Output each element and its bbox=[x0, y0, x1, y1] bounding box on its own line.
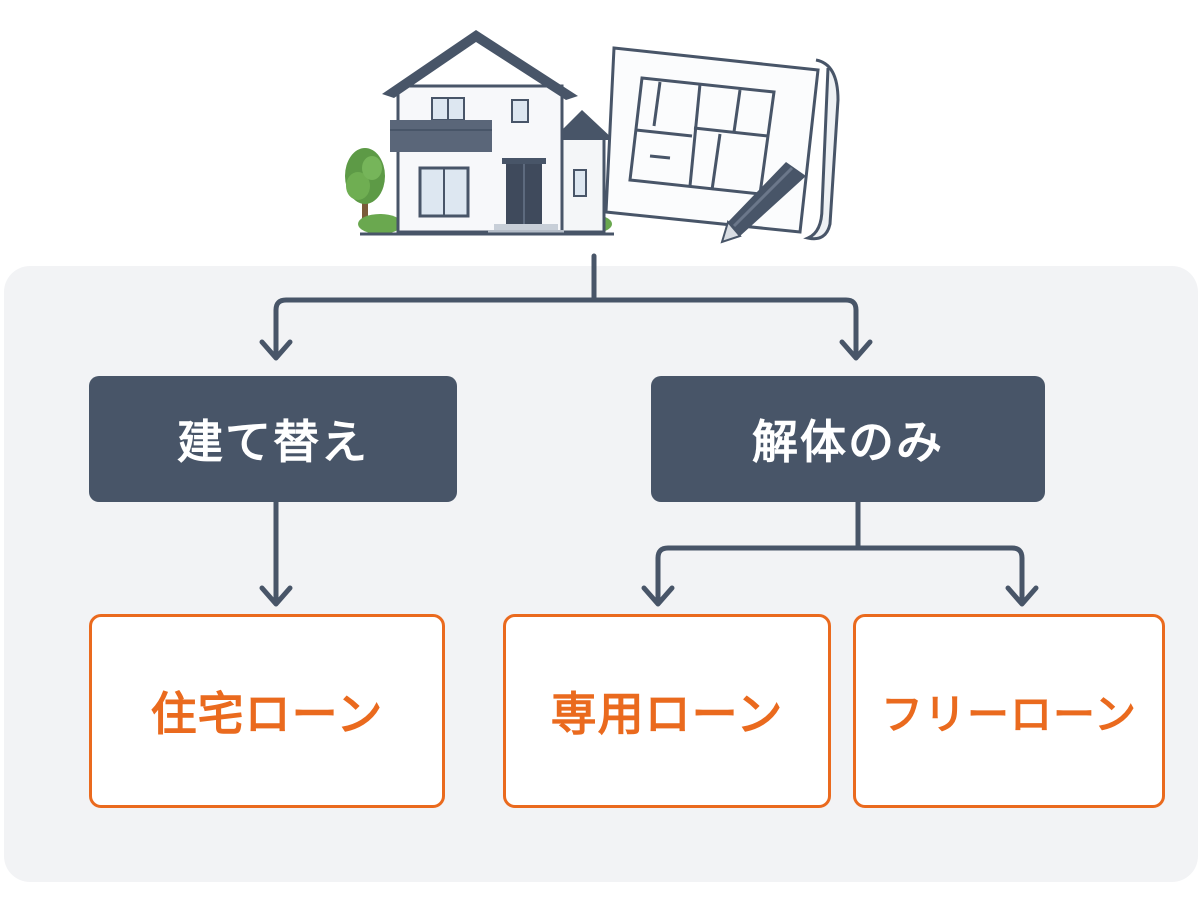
node-dedicated-loan-label: 専用ローン bbox=[550, 687, 784, 741]
node-free-loan-label: フリーローン bbox=[881, 689, 1137, 739]
arrow-demolition bbox=[839, 339, 873, 361]
node-housing-loan: 住宅ローン bbox=[89, 614, 445, 808]
house-illustration bbox=[360, 30, 614, 236]
node-housing-loan-label: 住宅ローン bbox=[150, 687, 384, 741]
node-rebuild-label: 建て替え bbox=[177, 415, 369, 469]
tree-icon bbox=[345, 148, 385, 224]
pencil-icon bbox=[720, 162, 806, 244]
node-demolition-label: 解体のみ bbox=[752, 415, 944, 469]
arrow-housing-loan bbox=[259, 585, 293, 607]
demolition-branch bbox=[655, 545, 1025, 605]
arrow-rebuild bbox=[259, 339, 293, 361]
node-demolition: 解体のみ bbox=[651, 376, 1045, 502]
node-dedicated-loan: 専用ローン bbox=[503, 614, 831, 808]
node-free-loan: フリーローン bbox=[853, 614, 1165, 808]
arrow-free-loan bbox=[1005, 585, 1039, 607]
branch-connector bbox=[273, 297, 859, 359]
arrow-dedicated-loan bbox=[641, 585, 675, 607]
node-rebuild: 建て替え bbox=[89, 376, 457, 502]
